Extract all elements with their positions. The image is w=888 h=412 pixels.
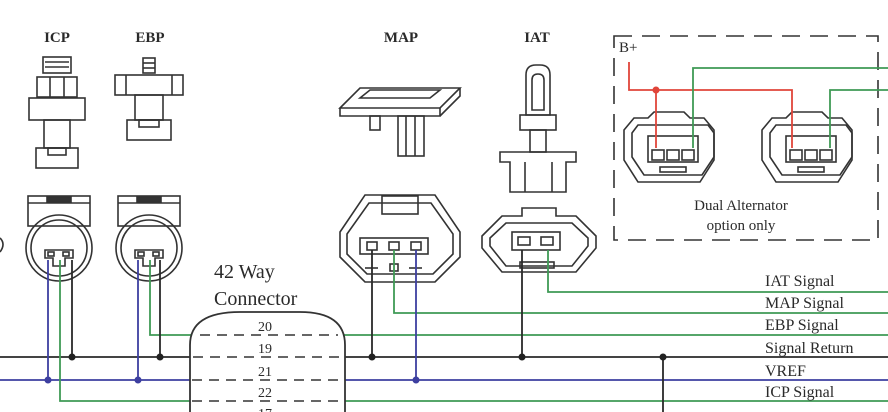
connector-title-line2: Connector [214,288,298,310]
map-connector-icon [339,194,461,283]
pin-20: 20 [258,320,272,335]
alternator-caption-line1: Dual Alternator [694,198,788,214]
ebp-signal-label: EBP Signal [765,317,839,334]
alternator-wires [628,62,888,148]
pin-21: 21 [258,365,272,380]
ebp-sensor-icon [114,57,184,141]
map-signal-label: MAP Signal [765,295,845,312]
pin-17: 17 [258,407,272,412]
icp-signal-label: ICP Signal [765,384,835,401]
map-sensor-icon [338,87,462,157]
alternator-caption-line2: option only [707,218,776,234]
iat-title: IAT [524,30,550,46]
bplus-junction-dot [652,86,660,94]
iat-signal-wire [547,250,888,293]
alternator-connector-1-icon [623,111,715,183]
pin-19: 19 [258,342,272,357]
ebp-signal-wire [149,260,888,336]
alternator-connector-2-icon [761,111,853,183]
icp-sensor-icon [28,56,86,169]
signal-return-label: Signal Return [765,340,853,357]
bplus-label: B+ [619,40,637,56]
iat-sensor-icon [499,64,577,193]
ebp-title: EBP [135,30,164,46]
connector-pin-lines [192,334,343,402]
pin-22: 22 [258,386,272,401]
icp-connector-icon [25,195,93,282]
iat-connector-icon [481,207,597,273]
icp-signal-wire [59,260,888,402]
icp-title: ICP [44,30,70,46]
partial-connector-icon [0,237,4,253]
connector-title-line1: 42 Way [214,261,275,283]
signal-bus [0,250,888,412]
map-signal-wire [393,250,888,314]
42-way-connector-shape [189,311,346,412]
vref-label: VREF [765,363,806,380]
ebp-connector-icon [115,195,183,282]
alternator-option-box [613,35,879,241]
junction-dots [44,353,667,384]
map-title: MAP [384,30,418,46]
iat-signal-label: IAT Signal [765,273,835,290]
